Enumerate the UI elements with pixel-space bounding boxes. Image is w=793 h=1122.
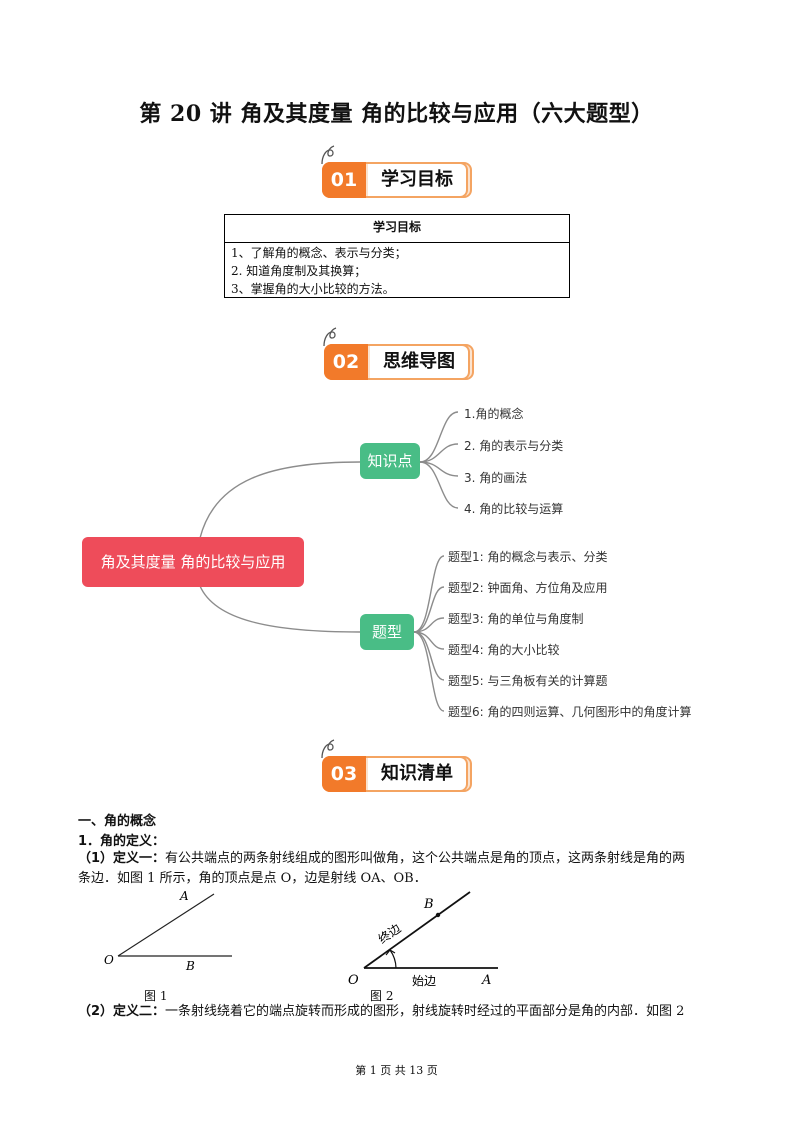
heading-angle-definition: 1．角的定义： (78, 834, 166, 849)
mindmap-leaf: 题型6: 角的四则运算、几何图形中的角度计算 (448, 705, 692, 719)
mindmap-branch-question-types: 题型 (360, 614, 414, 650)
objectives-table: 学习目标 1、了解角的概念、表示与分类； 2. 知道角度制及其换算； 3、掌握角… (224, 214, 570, 298)
figure-1-caption: 图 1 (144, 989, 168, 1003)
objective-item: 2. 知道角度制及其换算； (231, 264, 367, 278)
mindmap-leaf: 题型2: 钟面角、方位角及应用 (448, 581, 608, 595)
mindmap-leaf: 题型5: 与三角板有关的计算题 (448, 674, 608, 688)
section-number: 03 (322, 756, 366, 792)
mindmap-leaf: 1.角的概念 (464, 407, 524, 421)
curl-icon (323, 327, 337, 347)
fig2-start-side-label: 始边 (412, 974, 436, 988)
definition-two-text: 一条射线绕着它的端点旋转而形成的图形，射线旋转时经过的平面部分是角的内部．如图 … (165, 1004, 685, 1019)
heading-angle-concept: 一、角的概念 (78, 814, 157, 829)
mindmap-leaf: 3. 角的画法 (464, 471, 528, 485)
definition-one: （1）定义一：有公共端点的两条射线组成的图形叫做角，这个公共端点是角的顶点，这两… (78, 849, 730, 869)
fig2-label-b: B (423, 897, 434, 912)
objective-item: 3、掌握角的大小比较的方法。 (231, 282, 395, 296)
fig1-label-a: A (179, 889, 189, 903)
figure-1-angle-diagram: A O B (104, 889, 232, 972)
section-badge-mindmap: 02 思维导图 (323, 327, 484, 382)
section-number: 01 (322, 162, 366, 198)
mindmap-branch-knowledge: 知识点 (360, 443, 420, 479)
mindmap-leaf: 题型4: 角的大小比较 (448, 643, 560, 657)
section-label: 学习目标 (368, 162, 468, 198)
definition-two-label: （2）定义二： (78, 1004, 166, 1019)
objectives-header: 学习目标 (225, 215, 569, 243)
definition-two: （2）定义二：一条射线绕着它的端点旋转而形成的图形，射线旋转时经过的平面部分是角… (78, 1002, 730, 1022)
figure-2-caption: 图 2 (370, 989, 394, 1003)
fig2-label-o: O (348, 973, 359, 988)
definition-one-label: （1）定义一： (78, 851, 166, 866)
section-badge-knowledge-list: 03 知识清单 (321, 739, 482, 794)
mindmap-leaf: 题型1: 角的概念与表示、分类 (448, 550, 608, 564)
mindmap-leaf: 题型3: 角的单位与角度制 (448, 612, 584, 626)
curl-icon (321, 145, 335, 165)
section-number: 02 (324, 344, 368, 380)
figure-2-rotation-diagram: B O A 终边 始边 (348, 891, 498, 988)
mindmap-leaf: 2. 角的表示与分类 (464, 439, 564, 453)
definition-one-cont: 条边．如图 1 所示，角的顶点是点 O，边是射线 OA、OB． (78, 871, 427, 886)
curl-icon (321, 739, 335, 759)
objective-item: 1、了解角的概念、表示与分类； (231, 246, 407, 260)
mindmap-leaf: 4. 角的比较与运算 (464, 502, 564, 516)
section-label: 思维导图 (370, 344, 470, 380)
definition-one-text: 有公共端点的两条射线组成的图形叫做角，这个公共端点是角的顶点，这两条射线是角的两 (165, 851, 686, 866)
section-badge-objectives: 01 学习目标 (321, 145, 482, 200)
fig1-label-o: O (104, 953, 114, 967)
mindmap-root: 角及其度量 角的比较与应用 (82, 537, 304, 587)
fig1-label-b: B (185, 959, 195, 972)
fig2-label-a: A (481, 973, 491, 988)
page-footer: 第 1 页 共 13 页 (355, 1064, 438, 1077)
section-label: 知识清单 (368, 756, 468, 792)
page-title: 第 20 讲 角及其度量 角的比较与应用（六大题型） (139, 101, 654, 127)
